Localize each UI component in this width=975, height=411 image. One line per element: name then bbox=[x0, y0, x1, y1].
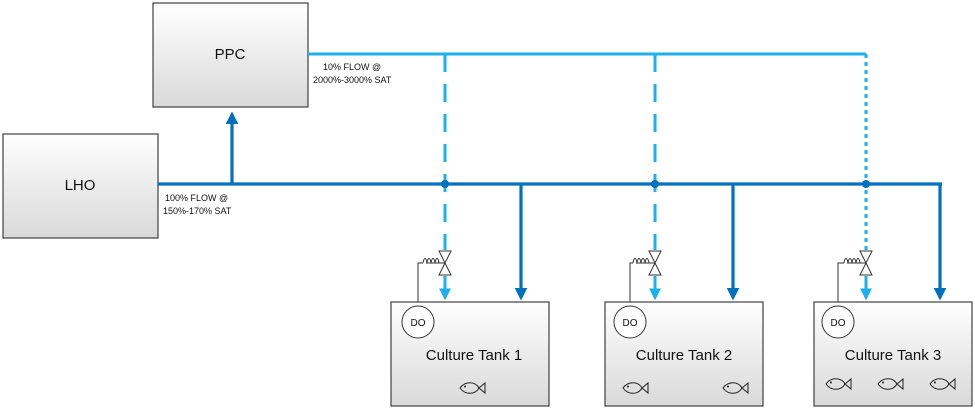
tank2-do-sensor: DO bbox=[623, 318, 638, 329]
ppc-flow-line1: 10% FLOW @ bbox=[323, 62, 381, 72]
tank1-label: Culture Tank 1 bbox=[426, 347, 522, 364]
culture-tank-3: DO Culture Tank 3 bbox=[813, 301, 973, 407]
tank3-do-sensor: DO bbox=[831, 318, 846, 329]
tank2-label: Culture Tank 2 bbox=[636, 347, 732, 364]
tank1-do-sensor: DO bbox=[411, 318, 426, 329]
lho-unit: LHO bbox=[2, 133, 159, 239]
culture-tank-1: DO Culture Tank 1 bbox=[390, 301, 550, 407]
valve-tank2 bbox=[629, 250, 662, 305]
valve-tank3 bbox=[837, 250, 873, 305]
lho-main-line bbox=[158, 111, 947, 301]
ppc-line bbox=[308, 52, 872, 301]
ppc-label: PPC bbox=[215, 46, 246, 63]
line-crossovers bbox=[441, 180, 870, 188]
lho-flow-line2: 150%-170% SAT bbox=[163, 206, 232, 216]
tank3-label: Culture Tank 3 bbox=[845, 347, 941, 364]
ppc-unit: PPC bbox=[152, 2, 309, 108]
lho-label: LHO bbox=[65, 177, 96, 194]
lho-flow-line1: 100% FLOW @ bbox=[165, 193, 228, 203]
ppc-flow-line2: 2000%-3000% SAT bbox=[313, 75, 392, 85]
culture-tank-2: DO Culture Tank 2 bbox=[604, 301, 764, 407]
valve-tank1 bbox=[417, 250, 452, 305]
